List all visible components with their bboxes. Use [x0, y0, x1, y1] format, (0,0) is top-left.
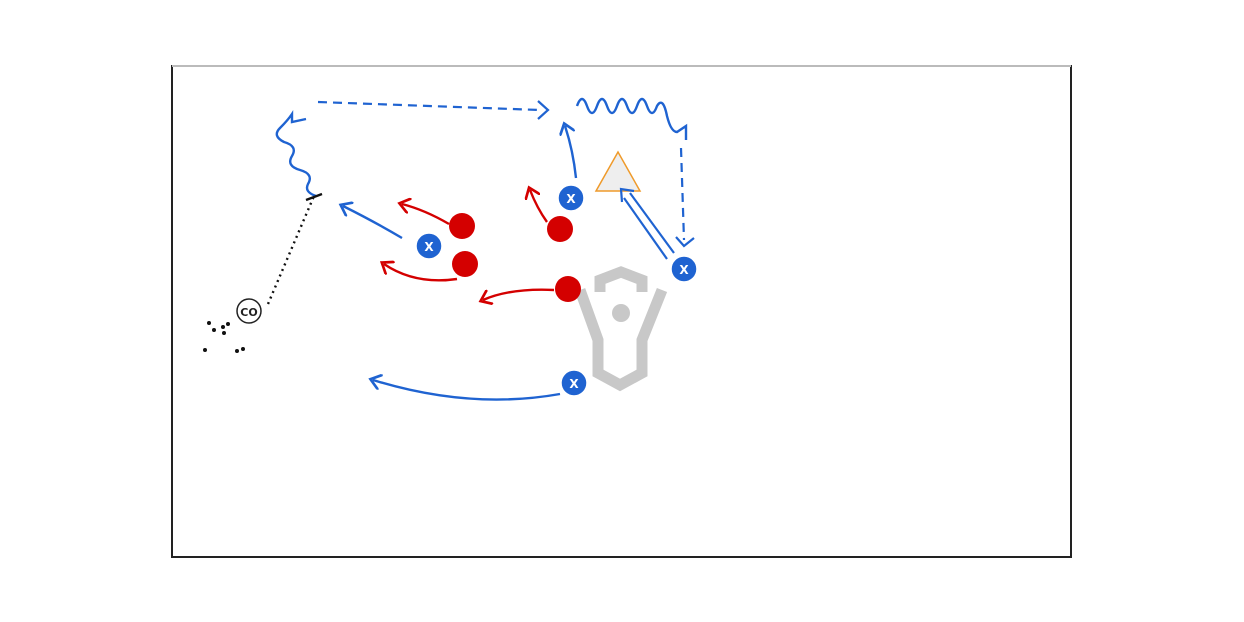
pass-arrowhead-right [675, 236, 695, 248]
triangle-cone-icon [594, 150, 642, 192]
attacker-x-1[interactable]: X [557, 184, 585, 212]
defender[interactable] [449, 213, 475, 239]
double-line-b [629, 192, 675, 254]
pass-line-top [317, 100, 541, 112]
coach-pass-line [266, 195, 316, 305]
defender[interactable] [547, 216, 573, 242]
coach-circle-icon[interactable]: CO [236, 298, 262, 324]
attacker-x-2[interactable]: X [415, 232, 443, 260]
coach-label: CO [240, 306, 257, 319]
attacker-label: X [679, 263, 689, 277]
defender[interactable] [555, 276, 581, 302]
cut-arrow-x1 [565, 126, 578, 179]
lacrosse-goal-crease-icon [574, 266, 668, 392]
cut-arrow-x5 [373, 380, 561, 401]
dodge-path-top [575, 97, 688, 140]
attacker-x-4[interactable]: X [560, 369, 588, 397]
defense-arrow-4 [483, 288, 555, 300]
pass-arrowhead-top [537, 100, 550, 120]
pass-line-right [679, 147, 686, 241]
defender[interactable] [452, 251, 478, 277]
attacker-x-3[interactable]: X [670, 255, 698, 283]
coach-pass-end-tick [305, 192, 323, 202]
attacker-label: X [569, 377, 579, 391]
dodge-path-left [275, 110, 317, 198]
double-line-arrowhead [619, 187, 635, 203]
double-line-a [623, 197, 668, 260]
defense-arrow-1 [402, 204, 450, 226]
attacker-label: X [566, 192, 576, 206]
defense-arrow-2 [384, 264, 458, 282]
attacker-label: X [424, 240, 434, 254]
cut-arrow-x2 [343, 206, 403, 240]
defense-arrow-3 [530, 190, 548, 223]
ball-pile-icon [203, 321, 245, 353]
